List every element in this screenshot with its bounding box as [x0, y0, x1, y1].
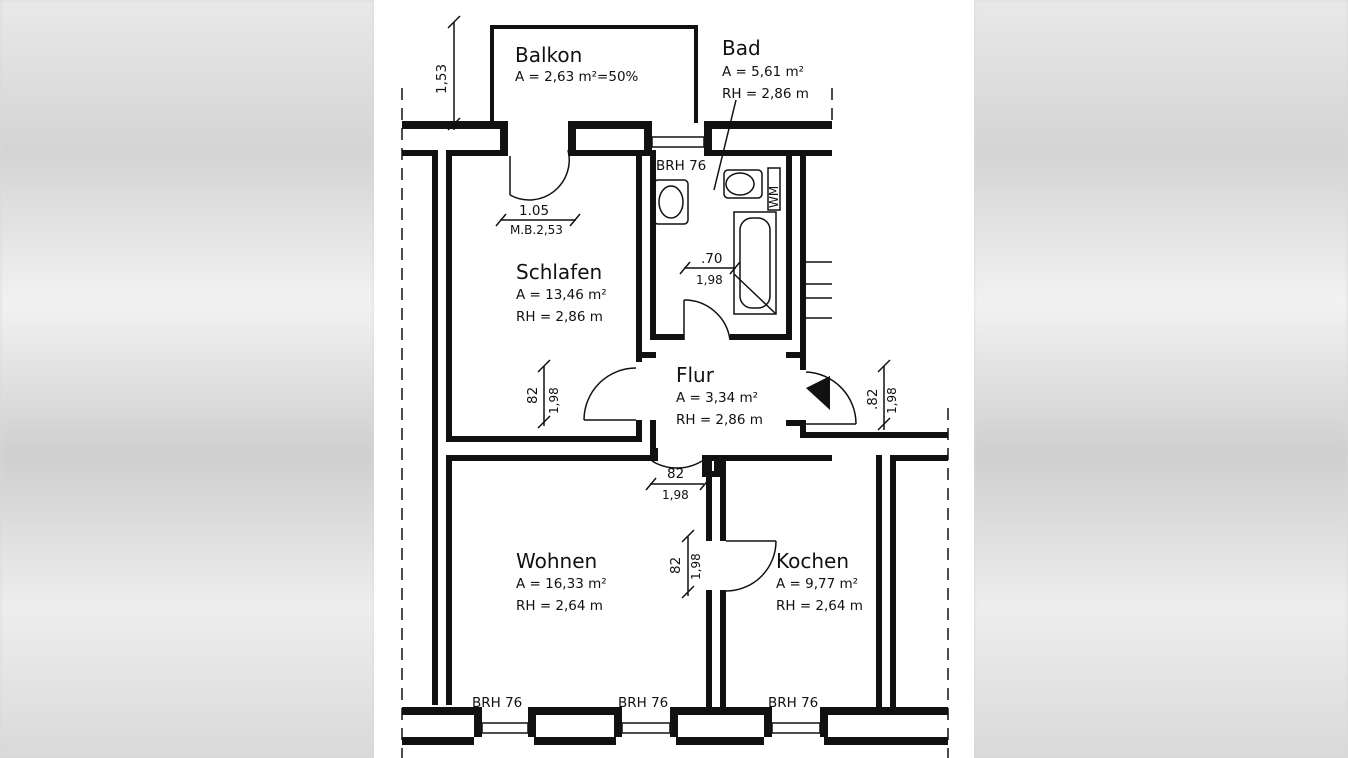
window-label-bad: BRH 76 [656, 158, 706, 174]
door-swings [509, 149, 857, 592]
dim-entry-door-width: .82 [865, 389, 881, 410]
kochen-name: Kochen [776, 549, 849, 573]
balkon-name: Balkon [515, 43, 582, 67]
dim-schlafen-door-height: 1,98 [547, 387, 561, 414]
wohnen-area: A = 16,33 m² [516, 576, 607, 592]
windows [481, 136, 821, 734]
bathtub-icon [733, 211, 777, 315]
flur-area: A = 3,34 m² [676, 390, 758, 406]
balkon-outline [490, 25, 698, 123]
wohnen-height: RH = 2,64 m [516, 598, 603, 614]
schlafen-height: RH = 2,86 m [516, 309, 603, 325]
room-balkon: Balkon A = 2,63 m²=50% [515, 43, 639, 85]
facade-marks [806, 261, 832, 319]
room-flur: Flur A = 3,34 m² RH = 2,86 m [676, 363, 763, 428]
dim-wohnen-door-width: 82 [667, 466, 684, 482]
dim-bad-door-width: .70 [701, 251, 722, 267]
wohnen-name: Wohnen [516, 549, 597, 573]
room-schlafen: Schlafen A = 13,46 m² RH = 2,86 m [516, 260, 607, 325]
room-kochen: Kochen A = 9,77 m² RH = 2,64 m [776, 549, 863, 614]
floor-plan: Balkon A = 2,63 m²=50% Bad A = 5,61 m² R… [401, 15, 949, 758]
washing-machine-label: WM [767, 186, 781, 208]
flur-name: Flur [676, 363, 715, 387]
window-label-kochen: BRH 76 [768, 695, 818, 711]
schlafen-name: Schlafen [516, 260, 602, 284]
window-label-wohnen-left: BRH 76 [472, 695, 522, 711]
dim-entry-door-height: 1,98 [885, 387, 899, 414]
bad-area: A = 5,61 m² [722, 64, 804, 80]
balkon-area: A = 2,63 m²=50% [515, 69, 639, 85]
room-wohnen: Wohnen A = 16,33 m² RH = 2,64 m [516, 549, 607, 614]
dim-bad-door-height: 1,98 [696, 273, 723, 287]
dim-balkon-door-mb: M.B.2,53 [510, 223, 563, 237]
kochen-area: A = 9,77 m² [776, 576, 858, 592]
schlafen-area: A = 13,46 m² [516, 287, 607, 303]
entrance-arrow-icon [806, 376, 830, 410]
blurred-background-left [0, 0, 374, 758]
dim-wohnen-door-height: 1,98 [662, 488, 689, 502]
floor-plan-panel: Balkon A = 2,63 m²=50% Bad A = 5,61 m² R… [374, 0, 974, 758]
dim-kochen-door-width: 82 [668, 557, 684, 574]
kochen-height: RH = 2,64 m [776, 598, 863, 614]
flur-height: RH = 2,86 m [676, 412, 763, 428]
room-bad: Bad A = 5,61 m² RH = 2,86 m [722, 36, 809, 102]
sink-icon [653, 179, 689, 225]
blurred-background-right [974, 0, 1348, 758]
window-label-wohnen-right: BRH 76 [618, 695, 668, 711]
walls [402, 121, 948, 745]
bad-height: RH = 2,86 m [722, 86, 809, 102]
party-wall-lines [401, 88, 949, 758]
dim-kochen-door-height: 1,98 [689, 553, 703, 580]
bad-leader-line [713, 99, 737, 191]
dim-schlafen-door-width: 82 [525, 387, 541, 404]
dim-balkon-depth: 1,53 [434, 64, 450, 94]
toilet-icon [723, 169, 763, 199]
bad-name: Bad [722, 36, 761, 60]
dimension-lines [447, 15, 891, 599]
dim-balkon-door-width: 1.05 [519, 203, 549, 219]
bath-fixtures [653, 167, 781, 315]
